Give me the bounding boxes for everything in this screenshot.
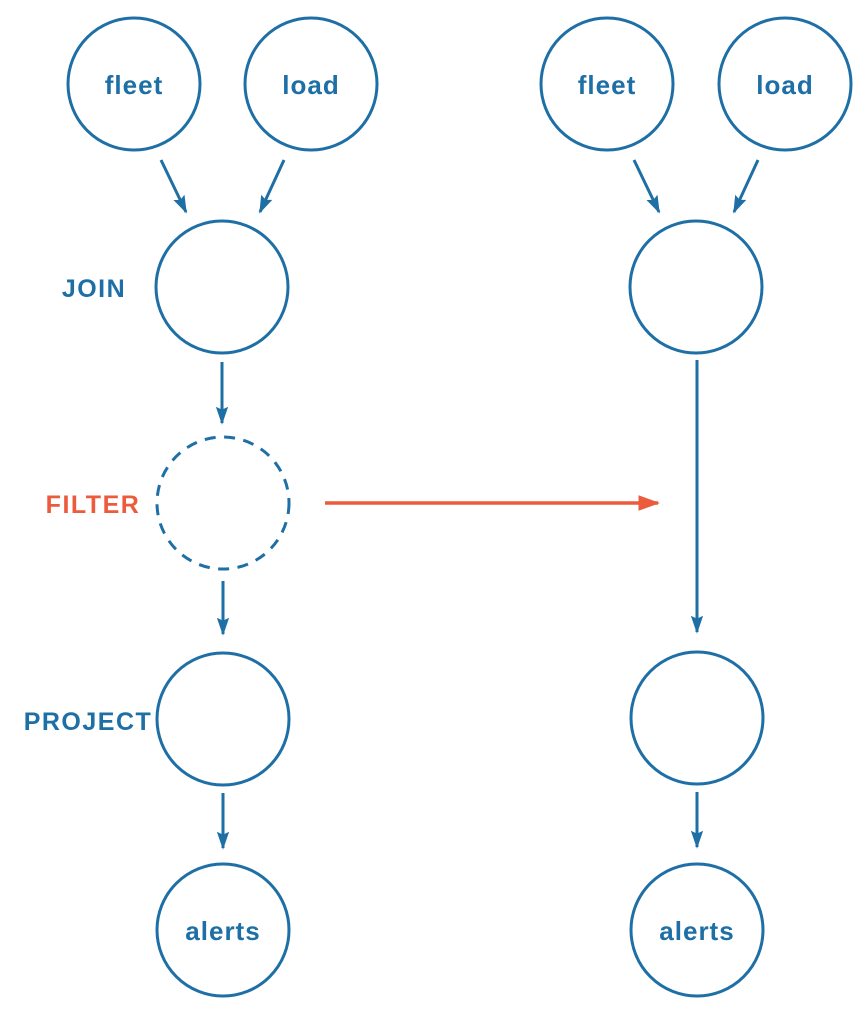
edge-load-to-join (732, 159, 760, 214)
load-node-circle (243, 16, 379, 152)
fleet-node-label: fleet (578, 70, 636, 100)
alerts-node-circle (629, 862, 765, 998)
right-source-fleet: fleet (539, 16, 675, 152)
project-node-circle (629, 650, 765, 786)
left-pipeline: fleet load JOIN FILTER PROJECT (24, 16, 379, 998)
left-project-stage: PROJECT (24, 651, 291, 787)
load-node-label: load (756, 70, 813, 100)
project-stage-label: PROJECT (24, 708, 153, 736)
alerts-node-label: alerts (185, 916, 260, 946)
left-source-fleet: fleet (66, 16, 202, 152)
edge-load-to-join (258, 159, 286, 214)
edge-fleet-to-join (159, 159, 188, 214)
fleet-node-circle (539, 16, 675, 152)
filter-node-circle (155, 435, 291, 571)
project-node-circle (155, 651, 291, 787)
alerts-node-label: alerts (659, 916, 734, 946)
left-join-stage: JOIN (62, 219, 290, 355)
load-node-circle (717, 16, 853, 152)
right-pipeline: fleet load alerts (539, 16, 853, 998)
join-node-circle (154, 219, 290, 355)
alerts-node-circle (155, 862, 291, 998)
left-sink-alerts: alerts (155, 862, 291, 998)
join-stage-label: JOIN (62, 275, 126, 303)
fleet-node-label: fleet (105, 70, 163, 100)
join-node-circle (628, 219, 764, 355)
right-source-load: load (717, 16, 853, 152)
load-node-label: load (282, 70, 339, 100)
filter-stage-label: FILTER (46, 491, 141, 519)
left-source-load: load (243, 16, 379, 152)
edge-fleet-to-join (632, 159, 661, 214)
right-sink-alerts: alerts (629, 862, 765, 998)
fleet-node-circle (66, 16, 202, 152)
left-filter-stage: FILTER (46, 435, 291, 571)
